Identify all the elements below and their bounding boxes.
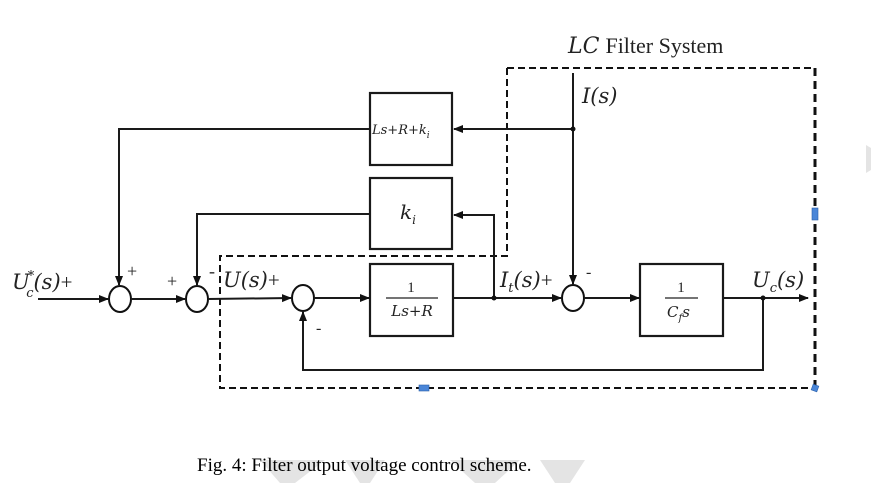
summing-junction-3 [291,284,315,312]
inductor-current-label: It(s)+ [499,268,553,296]
lc-filter-boundary-left [219,68,813,389]
inductor-block-numerator: 1 [407,280,415,296]
sum2-top-sign: - [209,261,215,281]
capacitor-block-denominator: Cfs [667,303,690,324]
summing-junction-2 [185,285,209,313]
disturbance-current-label: I(s) [581,84,617,108]
reference-signal-label: U*c(s)+ [12,269,73,301]
capacitor-block [638,262,725,338]
ki-output-wire [193,213,370,286]
selection-handle-bottom[interactable] [418,384,430,392]
summing-junction-4 [561,284,585,312]
output-signal-label: Uc(s) [752,268,804,296]
current-feedback-wire [453,211,495,298]
figure-caption: Fig. 4: Filter output voltage control sc… [197,455,532,476]
control-signal-label: U(s)+ [223,268,280,292]
inductor-block-denominator: Ls+R [390,302,433,320]
inductor-block [368,262,455,338]
watermark [260,145,871,483]
sum4-top-sign: - [586,264,591,281]
sum2-left-sign: + [167,271,177,291]
feedforward-block-label: Ls+R+ki [371,123,430,141]
current-gain-block [368,176,454,251]
feedforward-block [368,91,454,167]
summing-junction-1 [108,285,132,313]
sum1-top-sign: + [127,261,137,281]
output-branch-point [760,295,766,301]
current-gain-block-label: ki [400,200,416,227]
selection-handle-right[interactable] [811,207,819,221]
current-branch-point [491,295,497,301]
voltage-feedback-wire [299,298,764,371]
disturbance-branch-point [570,126,576,132]
capacitor-block-numerator: 1 [677,280,685,296]
feedforward-output-wire [115,128,370,286]
selection-handle-corner[interactable] [810,383,820,393]
sum3-bottom-sign: - [316,320,321,337]
control-signal-wire [207,294,292,303]
